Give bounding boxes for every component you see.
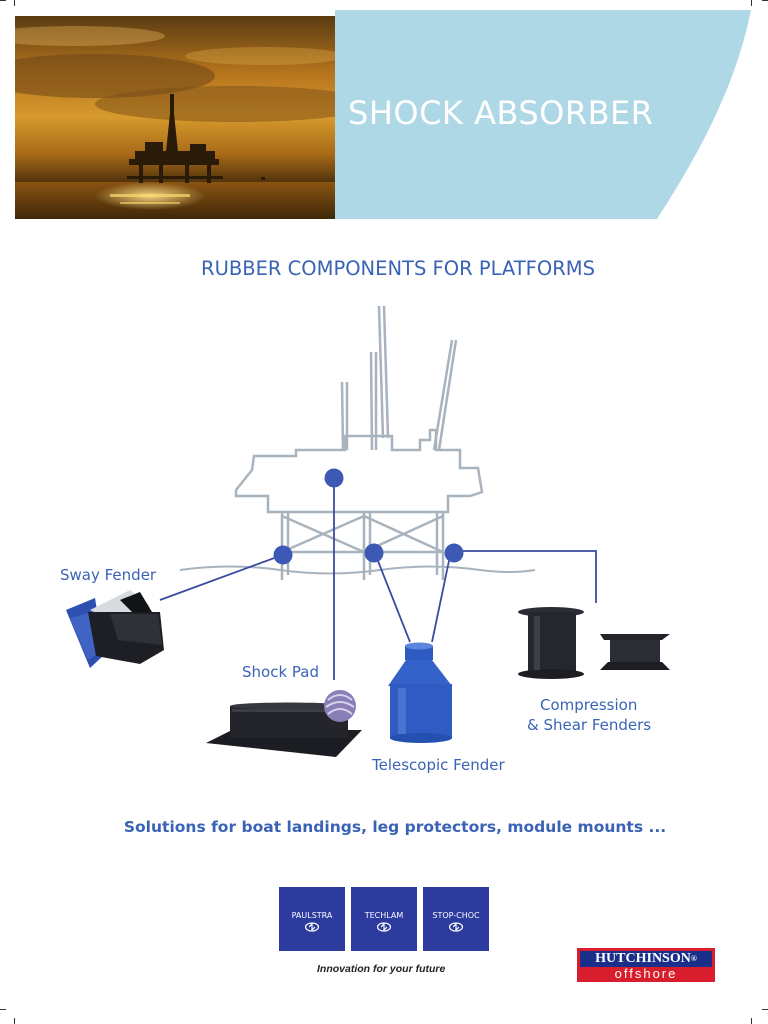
crop-mark (14, 0, 15, 6)
compression-fenders-image (518, 607, 670, 679)
mount-point-shock-pad (324, 468, 344, 488)
innovation-slogan: Innovation for your future (317, 963, 446, 975)
crop-mark (14, 1018, 15, 1024)
crop-mark (762, 1009, 768, 1010)
shock-pad-image (206, 690, 362, 757)
logo-top: HUTCHINSON® (580, 951, 712, 967)
mount-point-sway-fender (273, 545, 293, 565)
label-shock-pad: Shock Pad (242, 663, 319, 681)
mount-point-telescopic (364, 543, 384, 563)
brand-tile-stop-choc: STOP-CHOC (423, 887, 489, 951)
mount-points (273, 468, 464, 565)
brand-emblem-icon (377, 922, 391, 932)
brand-tile-techlam: TECHLAM (351, 887, 417, 951)
water-line (179, 565, 536, 575)
brand-name: STOP-CHOC (432, 911, 480, 920)
connector-lines (159, 480, 597, 680)
tagline: Solutions for boat landings, leg protect… (123, 818, 667, 836)
crop-mark (0, 1009, 6, 1010)
brand-name: TECHLAM (364, 911, 404, 920)
section-title: RUBBER COMPONENTS FOR PLATFORMS (201, 257, 595, 280)
mount-point-compression (444, 543, 464, 563)
registered-mark: ® (690, 954, 697, 963)
label-compression-line1: Compression (540, 696, 638, 714)
brand-emblem-icon (305, 922, 319, 932)
label-telescopic-fender: Telescopic Fender (372, 756, 505, 774)
crop-mark (751, 1018, 752, 1024)
brand-name: PAULSTRA (291, 911, 333, 920)
telescopic-fender-image (388, 642, 452, 743)
logo-name: HUTCHINSON (595, 951, 691, 966)
brand-tile-paulstra: PAULSTRA (279, 887, 345, 951)
hutchinson-offshore-logo: HUTCHINSON® offshore (577, 948, 715, 982)
header-photo (15, 16, 335, 219)
sway-fender-image (66, 590, 164, 668)
brand-emblem-icon (449, 922, 463, 932)
crop-mark (762, 0, 768, 1)
platform-diagram (66, 305, 670, 757)
header-band (335, 10, 751, 219)
label-sway-fender: Sway Fender (60, 566, 157, 584)
platform-outline (234, 305, 484, 580)
crop-mark (0, 0, 6, 1)
logo-division: offshore (614, 966, 678, 981)
crop-mark (751, 0, 752, 6)
label-compression-line2: & Shear Fenders (527, 716, 652, 734)
page-title: SHOCK ABSORBER (348, 94, 654, 132)
